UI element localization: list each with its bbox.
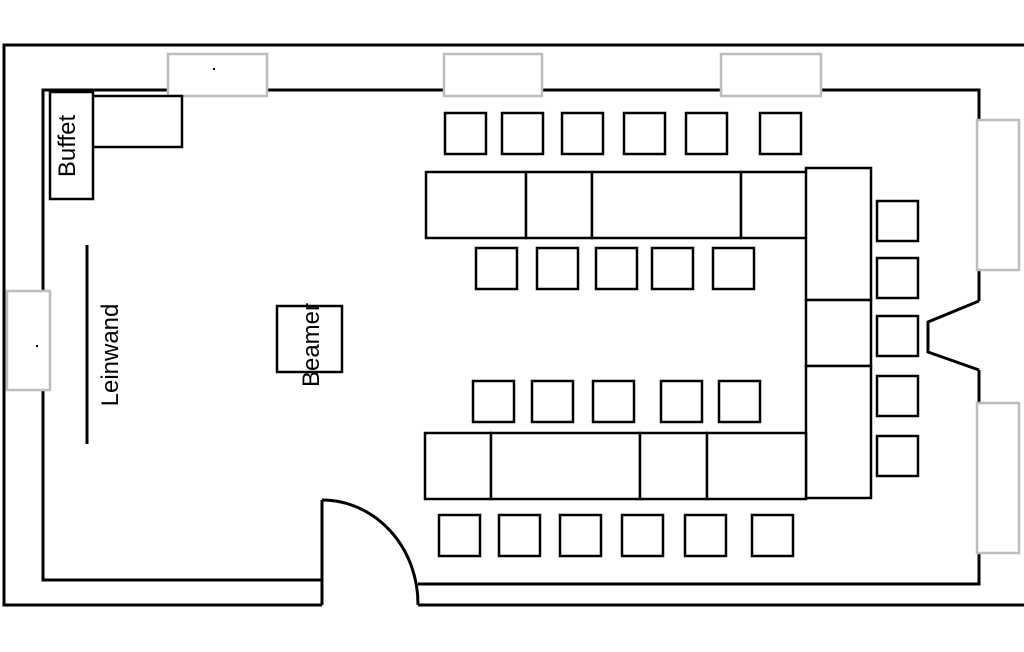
- table: [739, 170, 809, 240]
- buffet-label: Buffet: [54, 115, 81, 178]
- chair: [875, 314, 920, 358]
- chair: [659, 379, 704, 424]
- chair: [622, 111, 667, 156]
- buffet-table: [48, 90, 95, 201]
- chairs-below-bottom-row: [437, 513, 795, 558]
- window-top-1: [166, 52, 269, 98]
- chair: [711, 246, 756, 291]
- chair: [717, 379, 762, 424]
- chairs-above-bottom-row: [471, 379, 762, 424]
- chair: [650, 246, 695, 291]
- table: [804, 364, 873, 500]
- chair: [750, 513, 795, 558]
- chair: [875, 434, 920, 478]
- window-mark-top: [213, 68, 215, 70]
- chair: [620, 513, 665, 558]
- window-top-3: [719, 52, 823, 98]
- tables-top-row: [424, 170, 809, 240]
- projection-screen: Leinwand: [85, 245, 124, 444]
- projector-label: Beamer: [298, 303, 325, 387]
- chair: [437, 513, 482, 558]
- chair: [500, 111, 545, 156]
- tables-bottom-row: [423, 431, 808, 501]
- chair: [471, 379, 516, 424]
- table: [489, 431, 642, 501]
- window-mark-left: [36, 345, 38, 347]
- chair: [875, 199, 920, 243]
- chairs-below-top-row: [474, 246, 756, 291]
- chairs-right-column: [875, 199, 920, 478]
- table: [705, 431, 808, 501]
- window-left: [5, 289, 52, 392]
- chair: [684, 111, 729, 156]
- chair: [474, 246, 519, 291]
- chair: [558, 513, 603, 558]
- chair: [758, 111, 803, 156]
- door: [320, 498, 420, 606]
- table: [423, 431, 493, 501]
- table: [424, 170, 528, 240]
- chairs-above-top-row: [443, 111, 803, 156]
- chair: [497, 513, 542, 558]
- buffet: Buffet: [48, 90, 184, 201]
- chair: [560, 111, 605, 156]
- window-right-2: [975, 401, 1021, 555]
- table: [524, 170, 594, 240]
- outer-walls: [2, 43, 1024, 607]
- chair: [530, 379, 575, 424]
- windows: [5, 52, 1021, 555]
- table: [638, 431, 709, 501]
- window-right-1: [975, 118, 1021, 272]
- chair: [875, 374, 920, 418]
- chair: [591, 379, 636, 424]
- screen-label: Leinwand: [97, 304, 124, 407]
- table: [590, 170, 743, 240]
- chair: [535, 246, 580, 291]
- chair: [683, 513, 728, 558]
- chair: [875, 256, 920, 300]
- table: [804, 166, 873, 302]
- window-top-2: [442, 52, 544, 98]
- buffet-counter: [90, 94, 184, 149]
- projector-box: [275, 304, 344, 374]
- projector: Beamer: [275, 303, 344, 387]
- tables-right-column: [804, 166, 873, 500]
- chair: [443, 111, 488, 156]
- table: [804, 298, 873, 368]
- chair: [594, 246, 639, 291]
